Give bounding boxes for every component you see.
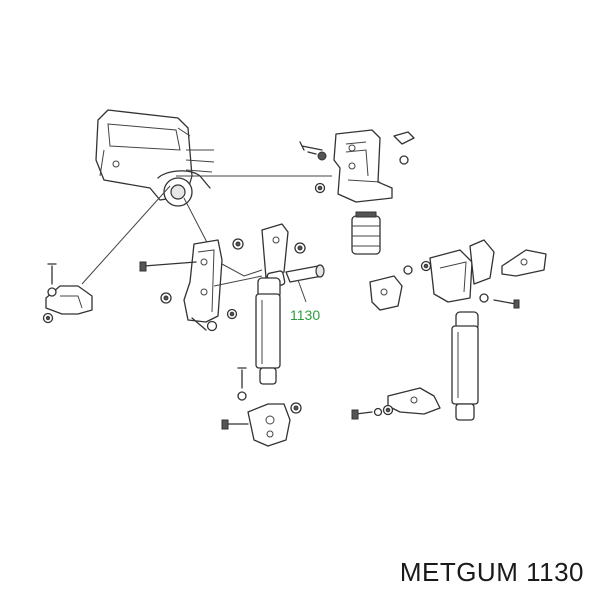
part-caption: METGUM 1130 — [399, 557, 584, 587]
lower-left-bracket — [247, 403, 291, 447]
part-number-callout: 1130 — [290, 307, 321, 323]
long-bolt — [139, 261, 197, 272]
fasteners-lower-right — [351, 404, 394, 420]
leader-ticks — [213, 263, 263, 287]
shock-absorber-right — [451, 311, 479, 421]
nuts-left — [42, 287, 57, 324]
bolt-upper-left — [299, 141, 323, 155]
bolt-left — [47, 263, 57, 285]
center-bracket — [183, 239, 223, 323]
lower-right-bracket — [387, 387, 441, 415]
nut-upper — [314, 182, 326, 194]
small-bracket-right — [501, 249, 547, 277]
bushing-leader — [297, 279, 307, 303]
nut-upper-left — [317, 151, 327, 161]
bolt-center-lower — [191, 317, 207, 331]
fasteners-lower-left — [221, 367, 302, 430]
nuts-center — [160, 238, 306, 332]
bracket-arm — [261, 223, 289, 279]
fasteners-right — [403, 260, 520, 309]
upper-bracket — [333, 129, 393, 203]
rubber-buffer — [351, 211, 381, 255]
right-bracket — [429, 239, 495, 303]
clip-upper-right — [393, 131, 415, 145]
left-mount — [45, 285, 93, 315]
washer-upper-right — [399, 155, 409, 165]
shock-absorber-left — [255, 277, 281, 385]
truck-cab — [95, 109, 215, 207]
small-bracket-left — [369, 275, 403, 311]
